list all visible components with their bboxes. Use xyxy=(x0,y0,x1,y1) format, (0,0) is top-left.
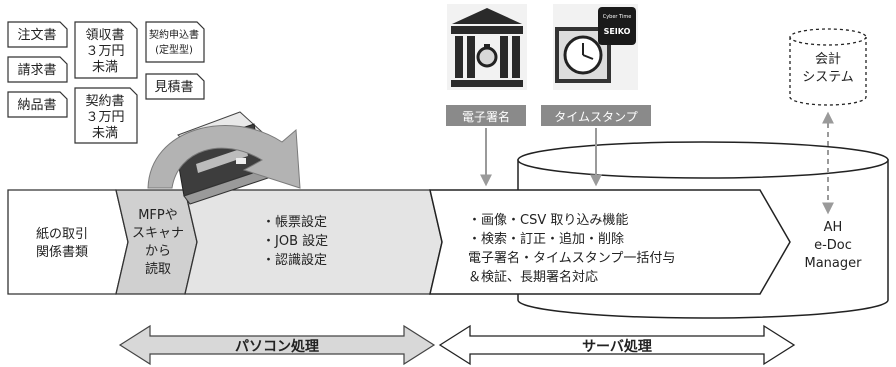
doc-receipt-line2: ３万円 xyxy=(85,44,124,59)
process-scan xyxy=(115,189,198,295)
process-paper xyxy=(7,189,129,295)
seiko-logo-text: SEIKO xyxy=(604,27,631,36)
product-line3: Manager xyxy=(805,256,863,271)
signature-building-icon xyxy=(447,4,527,90)
timestamp-icon: Cyber Time SEIKO xyxy=(553,4,638,90)
timestamp-label-box: タイムスタンプ xyxy=(541,105,651,126)
scan-line1: MFPや xyxy=(138,208,178,223)
doc-receipt-line3: 未満 xyxy=(92,60,118,75)
cyber-time-label: Cyber Time xyxy=(603,14,632,20)
accounting-line2: システム xyxy=(802,70,854,85)
doc-receipt: 領収書 ３万円 未満 xyxy=(74,21,138,79)
doc-delivery: 納品書 xyxy=(7,91,68,118)
accounting-line1: 会計 xyxy=(815,51,841,67)
scan-line4: 読取 xyxy=(145,261,171,277)
signature-label-box: 電子署名 xyxy=(446,105,526,126)
doc-estimate-label: 見積書 xyxy=(154,80,193,95)
product-line1: AH xyxy=(824,220,843,235)
doc-contract: 契約書 ３万円 未満 xyxy=(74,87,138,144)
doc-contract-application: 契約申込書 (定型型) xyxy=(145,21,205,63)
server-processing-arrow: サーバ処理 xyxy=(438,324,796,366)
pc-processing-arrow: パソコン処理 xyxy=(118,324,436,366)
doc-contract-application-line1: 契約申込書 xyxy=(149,28,199,41)
server-function-3: 電子署名・タイムスタンプ一括付与 xyxy=(468,250,675,266)
doc-contract-line3: 未満 xyxy=(92,126,118,141)
doc-order: 注文書 xyxy=(7,21,68,48)
timestamp-label: タイムスタンプ xyxy=(554,110,637,124)
server-function-2: ・検索・訂正・追加・削除 xyxy=(468,231,624,247)
server-function-1: ・画像・CSV 取り込み機能 xyxy=(468,213,628,228)
doc-order-label: 注文書 xyxy=(17,28,56,43)
paper-line2: 関係書類 xyxy=(36,245,88,260)
scan-line2: スキャナ xyxy=(132,226,184,241)
doc-contract-line2: ３万円 xyxy=(85,110,124,125)
scan-curved-arrow xyxy=(147,124,301,189)
doc-estimate: 見積書 xyxy=(145,73,205,100)
process-server xyxy=(429,189,791,295)
scan-line3: から xyxy=(145,244,171,259)
doc-contract-application-line2: (定型型) xyxy=(155,43,193,56)
doc-contract-line1: 契約書 xyxy=(85,94,124,109)
paper-line1: 紙の取引 xyxy=(36,227,88,242)
doc-invoice: 請求書 xyxy=(7,56,68,83)
server-processing-label: サーバ処理 xyxy=(582,338,652,355)
product-line2: e-Doc xyxy=(814,238,852,253)
settings-line2: ・JOB 設定 xyxy=(262,233,328,249)
doc-receipt-line1: 領収書 xyxy=(85,27,124,43)
signature-label: 電子署名 xyxy=(462,109,510,124)
doc-delivery-label: 納品書 xyxy=(17,98,56,113)
server-function-4: ＆検証、長期署名対応 xyxy=(468,269,598,285)
doc-invoice-label: 請求書 xyxy=(17,63,56,78)
settings-line3: ・認識設定 xyxy=(262,252,327,268)
accounting-system-cylinder: 会計 システム xyxy=(789,28,867,106)
settings-line1: ・帳票設定 xyxy=(262,214,327,230)
pc-processing-label: パソコン処理 xyxy=(235,338,319,355)
